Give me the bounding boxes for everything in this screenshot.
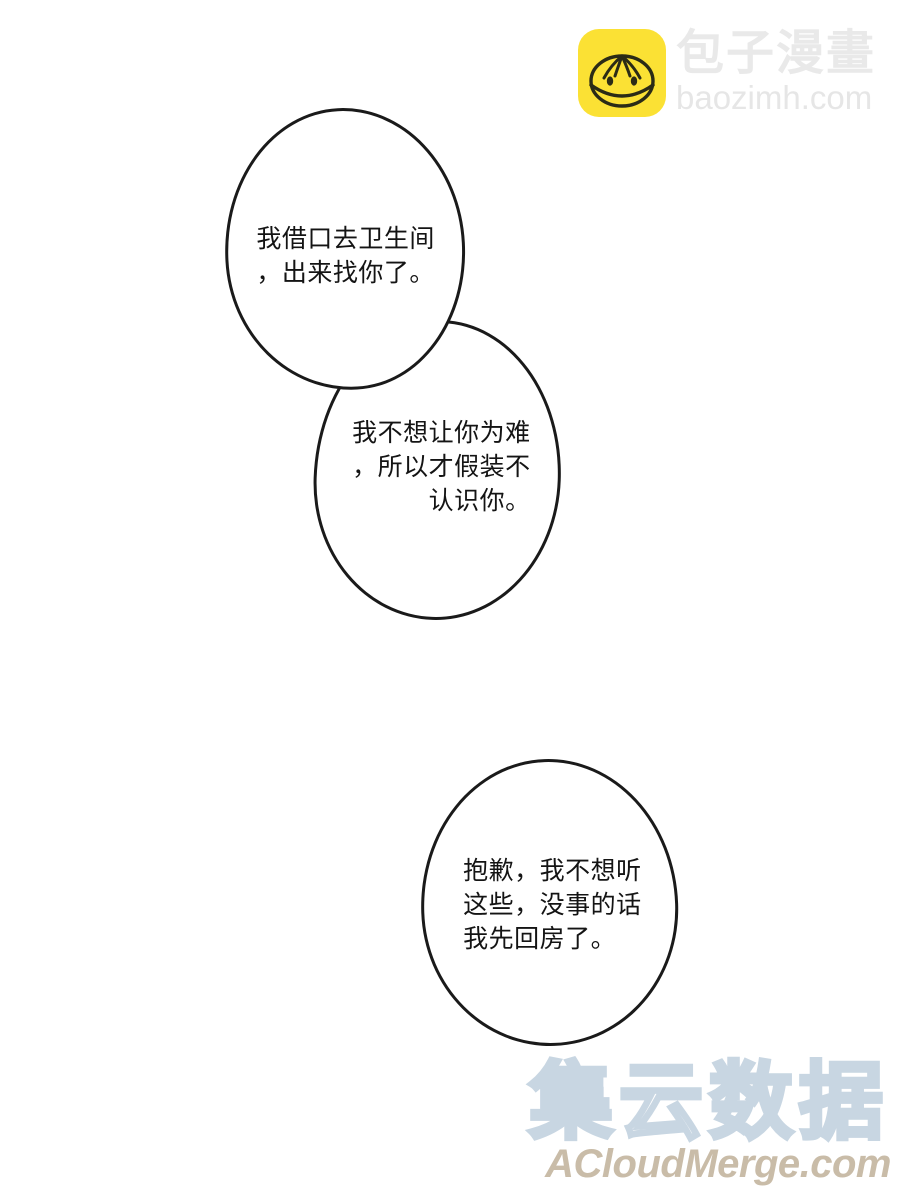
site-name-cn: 包子漫畫 — [676, 27, 877, 80]
site-wordmark: 包子漫畫 baozimh.com — [676, 26, 876, 116]
speech-bubble-3: 抱歉，我不想听 这些，没事的话 我先回房了。 — [416, 754, 683, 1051]
baozi-bun-icon — [578, 29, 666, 117]
bottom-watermark-en: ACloudMerge.com — [545, 1142, 891, 1186]
bun-glyph — [589, 54, 655, 108]
speech-bubble-1-text: 我借口去卫生间 ，出来找你了。 — [256, 224, 435, 287]
speech-bubble-2-text: 我不想让你为难 ，所以才假装不 认识你。 — [352, 419, 531, 516]
site-watermark: 包子漫畫 baozimh.com — [578, 26, 890, 126]
bottom-watermark-cn: 集云数据 — [527, 1055, 889, 1149]
site-name-en: baozimh.com — [676, 79, 873, 116]
speech-bubble-3-text: 抱歉，我不想听 这些，没事的话 我先回房了。 — [463, 856, 642, 953]
bottom-watermark: 集云数据 ACloudMerge.com — [445, 1055, 895, 1198]
